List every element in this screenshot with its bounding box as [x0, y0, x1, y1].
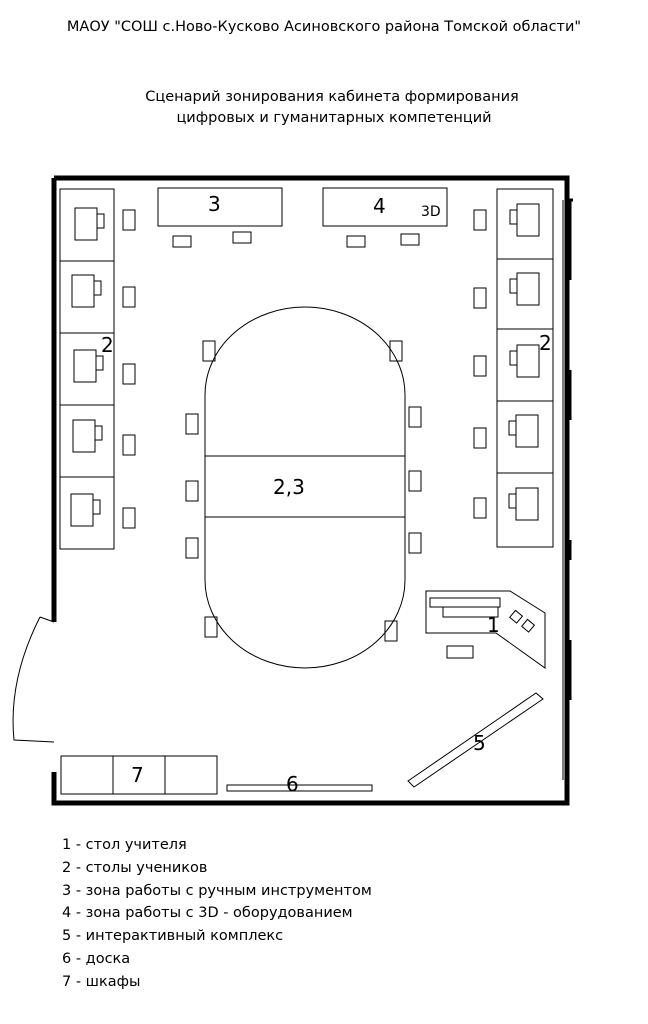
zone-3-table	[157, 187, 283, 227]
legend-item: 3 - зона работы с ручным инструментом	[62, 882, 372, 899]
windows	[565, 198, 573, 700]
legend-item: 1 - стол учителя	[62, 837, 187, 853]
central-oval-table	[185, 306, 422, 669]
student-desks-left	[59, 188, 136, 550]
stool	[232, 231, 252, 244]
scenario-title-line1: Сценарий зонирования кабинета формирован…	[145, 89, 519, 105]
zone-23-label: 2,3	[273, 475, 305, 499]
zone-4-tag: 3D	[421, 204, 441, 220]
stool	[400, 233, 420, 246]
legend-item: 4 - зона работы с 3D - оборудованием	[62, 905, 353, 922]
interactive-complex	[407, 692, 544, 788]
zone-6-label: 6	[286, 772, 299, 796]
teacher-desk	[425, 590, 546, 669]
school-title: МАОУ "СОШ с.Ново-Кусково Асиновского рай…	[66, 19, 582, 35]
zone-3-label: 3	[208, 192, 221, 216]
cabinets	[60, 755, 218, 795]
zone-2-left-label: 2	[101, 333, 114, 357]
scenario-title-line2: цифровых и гуманитарных компетенций	[176, 110, 492, 126]
legend-item: 5 - интерактивный комплекс	[62, 928, 284, 945]
student-desks-right	[473, 188, 554, 548]
legend-item: 7 - шкафы	[62, 973, 141, 990]
stool	[172, 235, 192, 248]
legend: 1 - стол учителя 2 - столы учеников 3 - …	[62, 834, 372, 994]
zone-5-label: 5	[473, 731, 486, 755]
door	[12, 616, 55, 743]
room-wall	[51, 175, 570, 806]
zone-4-label: 4	[373, 194, 386, 218]
legend-item: 6 - доска	[62, 950, 131, 967]
zone-2-right-label: 2	[539, 331, 552, 355]
legend-item: 2 - столы учеников	[62, 859, 208, 876]
board	[226, 784, 373, 792]
zone-4-table	[322, 187, 448, 227]
zone-7-label: 7	[131, 763, 144, 787]
stool	[346, 235, 366, 248]
zone-1-label: 1	[487, 613, 500, 637]
